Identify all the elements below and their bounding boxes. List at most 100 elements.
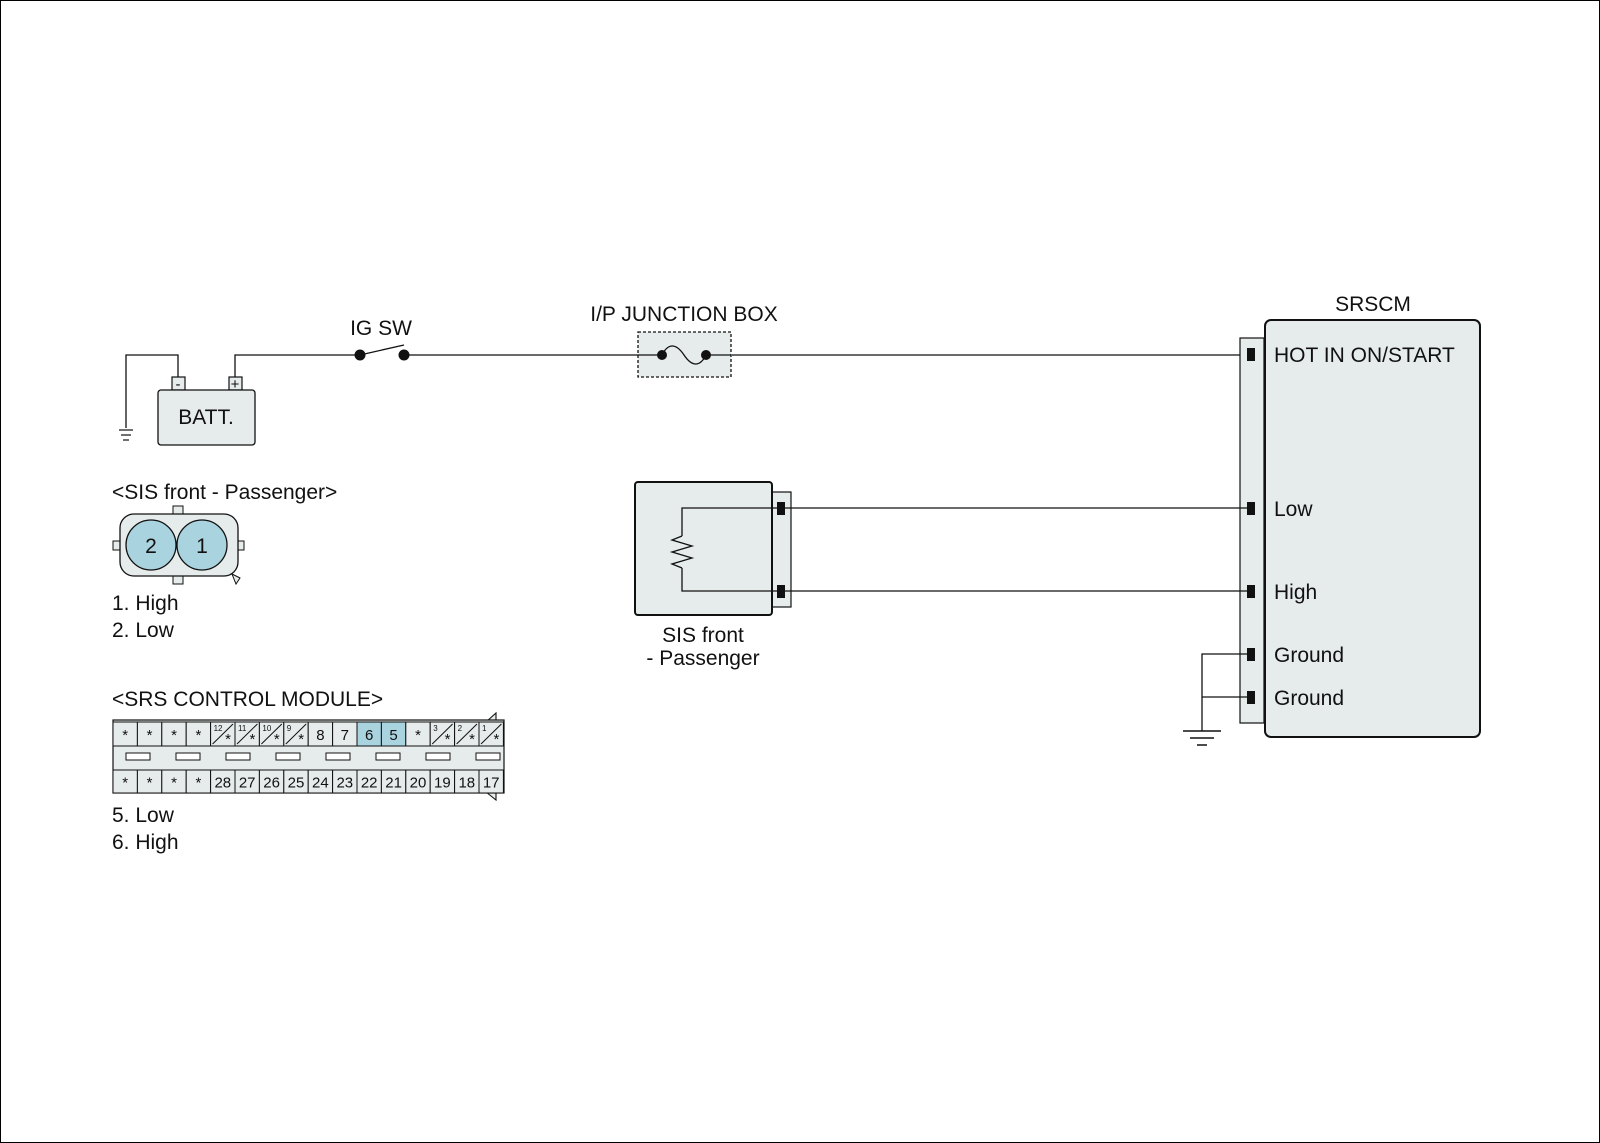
junction-box: I/P JUNCTION BOX xyxy=(590,303,778,378)
unused-cavity-mark: * xyxy=(469,731,475,748)
srs-pin-number: 2 xyxy=(458,724,463,733)
connector-latch xyxy=(125,752,151,761)
srscm-hot-label: HOT IN ON/START xyxy=(1274,344,1455,367)
connector-latch xyxy=(225,752,251,761)
battery: - + BATT. xyxy=(157,376,256,446)
unused-cavity-mark: * xyxy=(274,731,280,748)
connector-latch xyxy=(175,752,201,761)
srscm-pin-low xyxy=(1247,502,1255,515)
srs-pin-number: 23 xyxy=(336,775,353,792)
unused-cavity-mark: * xyxy=(445,731,451,748)
srs-pin-number: 21 xyxy=(385,775,402,792)
srscm-high-label: High xyxy=(1274,581,1317,604)
sis-connector: <SIS front - Passenger> 2 1 1. High 2. L… xyxy=(112,481,337,642)
signal-wires xyxy=(785,507,1247,592)
battery-label: BATT. xyxy=(178,406,234,429)
unused-cavity-mark: * xyxy=(122,775,128,792)
unused-cavity-slash xyxy=(456,723,478,745)
srs-connector-latches xyxy=(125,752,501,761)
ig-switch-label: IG SW xyxy=(350,317,412,340)
unused-cavity-slash xyxy=(261,723,283,745)
srs-pin-number: 9 xyxy=(287,724,292,733)
srs-pin-number: 8 xyxy=(316,727,324,744)
srscm-ground-label-2: Ground xyxy=(1274,687,1344,710)
unused-cavity-mark: * xyxy=(298,731,304,748)
unused-cavity-mark: * xyxy=(195,727,201,744)
unused-cavity-mark: * xyxy=(415,727,421,744)
srs-pin-number: 26 xyxy=(263,775,280,792)
unused-cavity-mark: * xyxy=(122,727,128,744)
srs-pin-number: 1 xyxy=(482,724,487,733)
sis-legend-2: 2. Low xyxy=(112,619,175,642)
srs-pin-number: 28 xyxy=(214,775,231,792)
srs-legend-2: 6. High xyxy=(112,831,179,854)
srs-pin-number: 20 xyxy=(410,775,427,792)
srs-top-row-cell xyxy=(136,721,163,747)
sis-sensor: SIS front - Passenger xyxy=(634,481,792,670)
connector-latch xyxy=(425,752,451,761)
srs-pin-number: 25 xyxy=(288,775,305,792)
unused-cavity-slash xyxy=(480,723,502,745)
unused-cavity-slash xyxy=(285,723,307,745)
unused-cavity-mark: * xyxy=(147,775,153,792)
fuse-icon xyxy=(661,345,707,365)
srs-legend-1: 5. Low xyxy=(112,804,175,827)
unused-cavity-mark: * xyxy=(171,727,177,744)
srscm-title: SRSCM xyxy=(1335,293,1411,316)
srscm-ground-icon xyxy=(1183,730,1221,746)
srs-pin-number: 22 xyxy=(361,775,378,792)
unused-cavity-mark: * xyxy=(249,731,255,748)
sis-connector-title: <SIS front - Passenger> xyxy=(112,481,337,504)
srs-pin-number: 12 xyxy=(214,724,223,733)
srs-pin-number: 11 xyxy=(238,724,247,733)
ignition-switch: IG SW xyxy=(350,317,412,361)
connector-latch xyxy=(475,752,501,761)
srs-pin-number: 27 xyxy=(239,775,256,792)
battery-minus-label: - xyxy=(176,376,181,393)
srs-pin-number: 5 xyxy=(389,727,397,744)
resistor-icon xyxy=(669,535,695,569)
srs-top-row-cell xyxy=(380,721,407,747)
connector-latch xyxy=(325,752,351,761)
unused-cavity-mark: * xyxy=(147,727,153,744)
junction-box-label: I/P JUNCTION BOX xyxy=(590,303,777,326)
srs-top-row-cell xyxy=(356,721,382,747)
unused-cavity-slash xyxy=(212,723,234,745)
srscm-ground-label-1: Ground xyxy=(1274,644,1344,667)
sis-pin-2-label: 2 xyxy=(145,535,157,558)
battery-plus-label: + xyxy=(231,376,240,393)
srs-top-row-cell xyxy=(112,721,138,747)
power-feed-wire xyxy=(125,354,1250,428)
sis-pin-1-label: 1 xyxy=(196,535,208,558)
srscm-low-label: Low xyxy=(1274,498,1313,521)
connector-latch xyxy=(275,752,301,761)
srs-pin-number: 7 xyxy=(341,727,349,744)
sis-pin-high xyxy=(777,585,785,598)
sis-label-line2: - Passenger xyxy=(646,647,759,670)
srscm-pin-ground-1 xyxy=(1247,648,1255,661)
sis-label-line1: SIS front xyxy=(662,624,744,647)
unused-cavity-slash xyxy=(431,723,453,745)
unused-cavity-mark: * xyxy=(195,775,201,792)
battery-ground-icon xyxy=(119,429,133,441)
sis-connector-pin-1 xyxy=(176,519,228,571)
srs-pin-number: 18 xyxy=(458,775,475,792)
unused-cavity-mark: * xyxy=(493,731,499,748)
srscm-module: SRSCM HOT IN ON/START Low High Ground Gr… xyxy=(1239,293,1481,738)
srs-pin-number: 24 xyxy=(312,775,329,792)
connector-latch xyxy=(375,752,401,761)
sis-connector-pin-2 xyxy=(125,519,177,571)
srscm-pin-hot xyxy=(1247,348,1255,361)
srs-pin-number: 17 xyxy=(483,775,500,792)
srs-bottom-row-cell xyxy=(478,769,504,794)
srs-top-row-cell xyxy=(307,721,334,747)
srs-connector-title: <SRS CONTROL MODULE> xyxy=(112,688,383,711)
srs-top-row-cell xyxy=(405,721,431,747)
srs-pin-number: 3 xyxy=(433,724,438,733)
unused-cavity-slash xyxy=(236,723,258,745)
sis-legend-1: 1. High xyxy=(112,592,179,615)
